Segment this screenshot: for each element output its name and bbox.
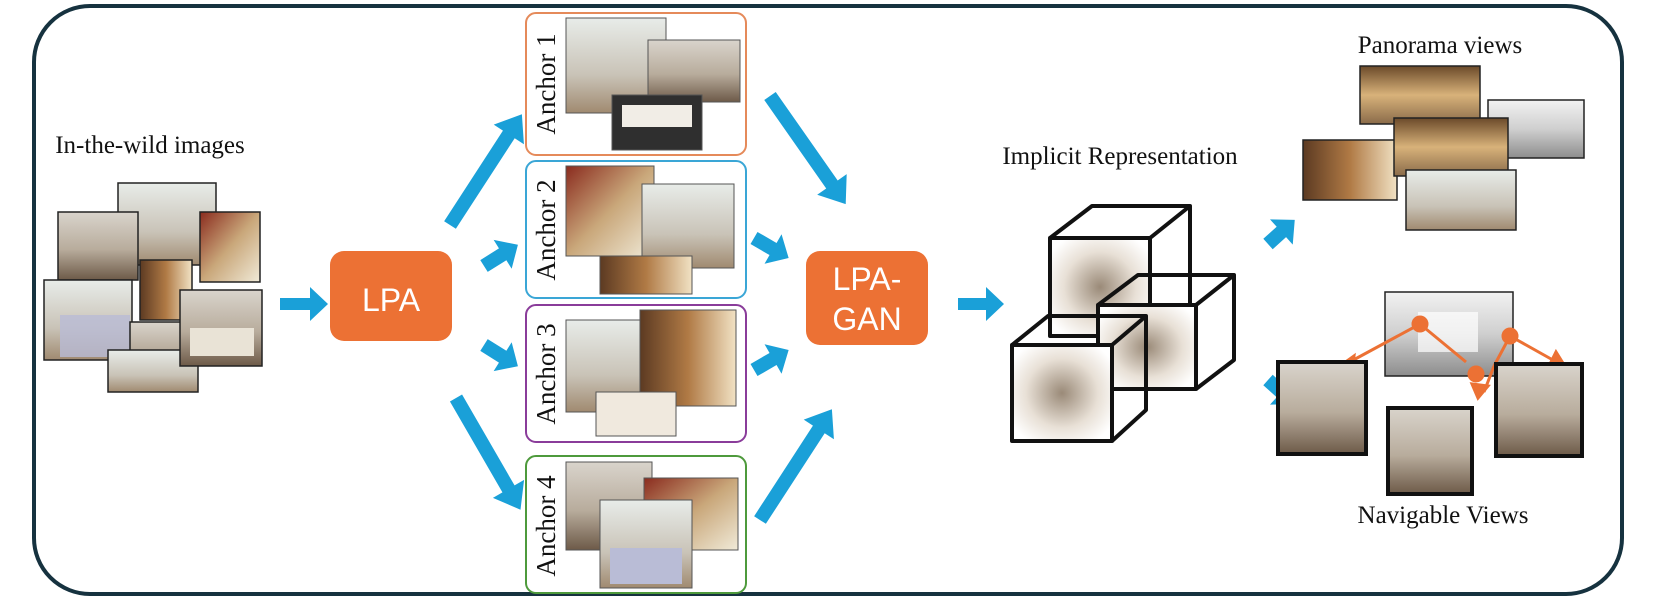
arrow-icon [280, 287, 328, 321]
arrow-icon [750, 344, 789, 377]
arrow-icon [754, 409, 834, 524]
anchor-2-label: Anchor 2 [531, 179, 561, 280]
arrow-icon [449, 394, 525, 510]
implicit-representation-label: Implicit Representation [1002, 143, 1238, 170]
lpa-label: LPA [362, 282, 421, 318]
wireframe-cubes-icon [1010, 204, 1236, 443]
panorama-thumbnails [1302, 65, 1585, 231]
lpa-gan-label-line2: GAN [832, 301, 901, 337]
lpa-gan-module: LPA- GAN [806, 251, 928, 345]
anchor-1-label: Anchor 1 [531, 33, 561, 134]
anchor-box-4: Anchor 4 [525, 455, 747, 594]
navigable-views-label: Navigable Views [1358, 502, 1529, 529]
lpa-module: LPA [330, 251, 452, 341]
arrow-icon [480, 239, 518, 272]
anchor-box-3: Anchor 3 [525, 304, 747, 443]
diagram-frame [32, 4, 1624, 596]
in-the-wild-label: In-the-wild images [55, 132, 245, 159]
lpa-gan-label-line1: LPA- [833, 261, 902, 297]
navigable-view-1 [1276, 360, 1368, 456]
arrow-icon [1263, 219, 1295, 250]
panorama-views-label: Panorama views [1358, 32, 1523, 59]
in-the-wild-photo-stack [43, 182, 263, 393]
arrow-icon [750, 231, 789, 264]
navigable-view-3 [1494, 362, 1584, 458]
anchor-3-label: Anchor 3 [531, 323, 561, 424]
anchor-4-label: Anchor 4 [531, 475, 561, 577]
anchor-box-2: Anchor 2 [525, 160, 747, 299]
arrow-icon [444, 114, 524, 229]
anchor-box-1: Anchor 1 [525, 12, 747, 156]
flow-arrows [280, 91, 1295, 524]
arrow-icon [480, 339, 518, 372]
navigable-views-group [1276, 291, 1584, 496]
arrow-icon [764, 91, 847, 205]
navigable-view-2 [1386, 406, 1474, 496]
arrow-icon [958, 287, 1004, 321]
